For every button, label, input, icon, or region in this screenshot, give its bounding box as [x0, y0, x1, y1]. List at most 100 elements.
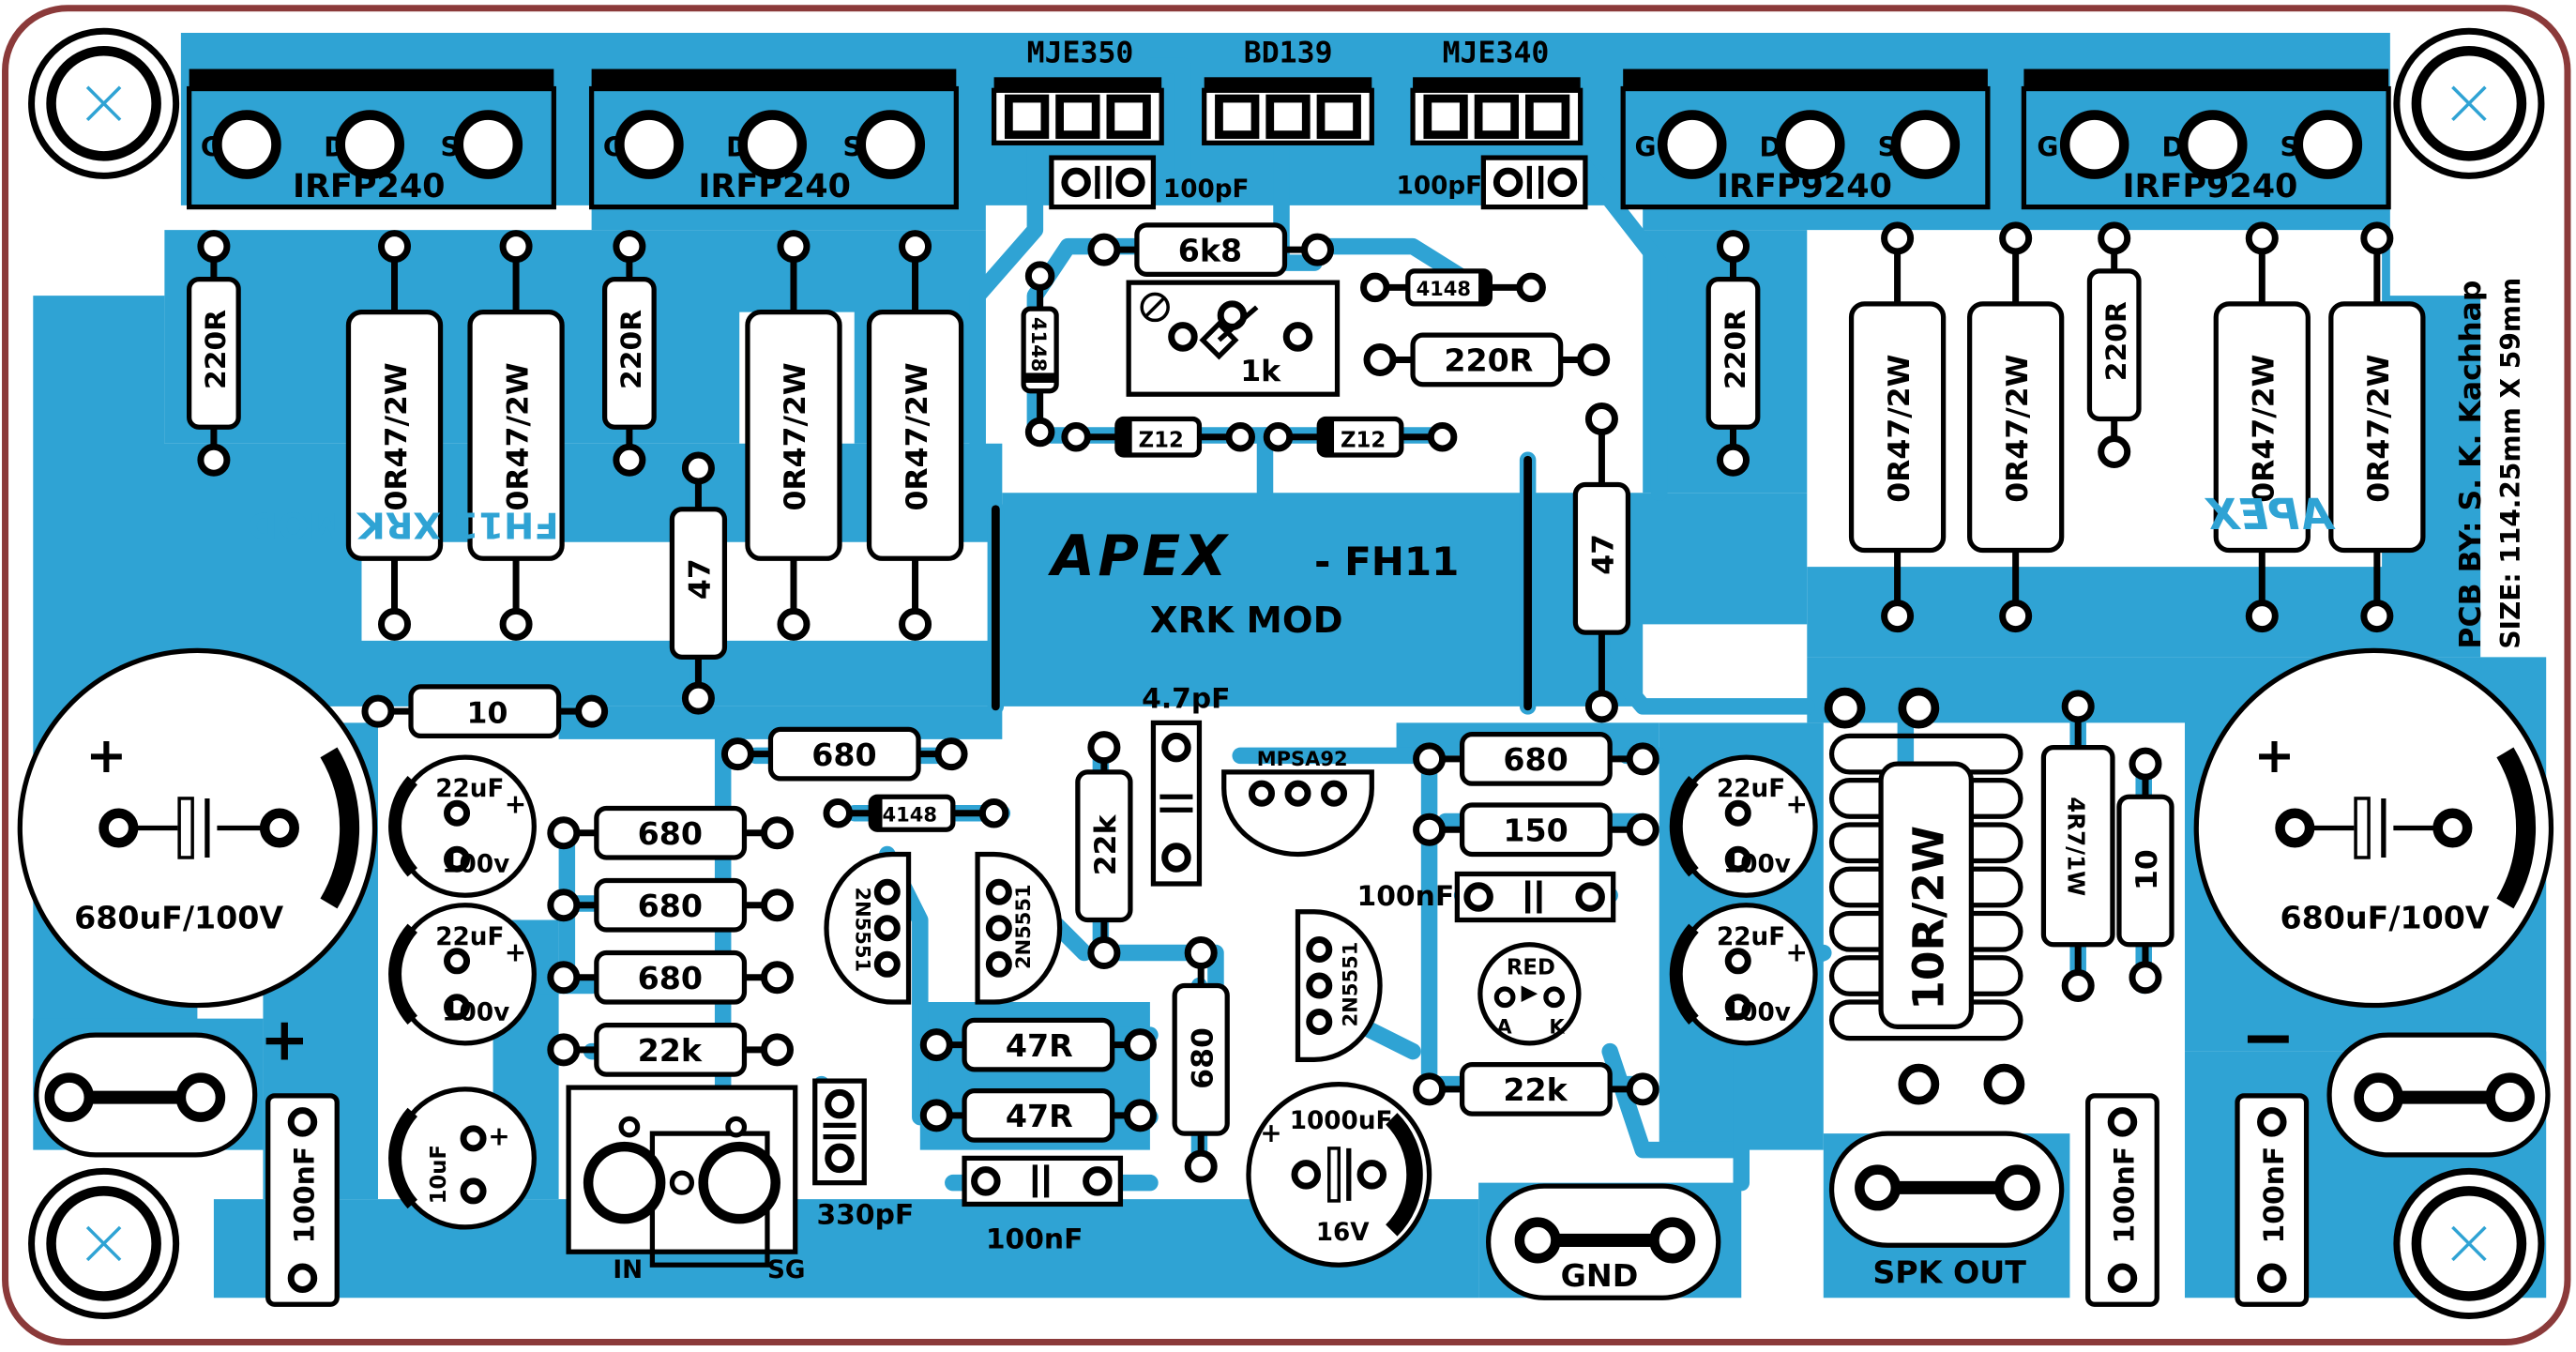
connector-gnd-label: GND [1561, 1257, 1639, 1294]
q4-pin-g: G [2037, 131, 2058, 162]
resistor-h22k-right: 22k [1413, 1061, 1659, 1117]
q3-pin-d: D [1760, 131, 1781, 162]
resistor-r220-4: 220R [2086, 221, 2142, 469]
resistor-h47r-1: 47R [919, 1017, 1157, 1072]
electrolytic-22uf-2-value: 22uF [435, 923, 504, 951]
q4-pin-d: D [2161, 131, 2183, 162]
mounting-holes [28, 27, 2545, 1319]
q1-pin-s: S [441, 131, 460, 162]
resistor-h680-2: 680 [547, 877, 794, 933]
mirror-text-left: FH11 XRK MOD [248, 503, 558, 545]
resistor-r220-3: 220R [1705, 230, 1761, 477]
brand-apex: APEX [1048, 524, 1230, 589]
resistor-r4r7: 4R7/1W [2040, 690, 2115, 1003]
cap-330pf: 330pF [812, 1078, 914, 1231]
electrolytic-22uf-4-voltage: 100v [1723, 998, 1791, 1026]
diode-4148-mid: 4148 [823, 794, 1009, 832]
mosfet-q4: G D S IRFP9240 [2021, 68, 2391, 210]
q3-pin-g: G [1634, 131, 1656, 162]
resistor-r220-3-label: 220R [1720, 310, 1752, 389]
transistor-2n5551-2: 2N5551 [975, 851, 1063, 1005]
resistor-h680-3-label: 680 [638, 960, 703, 996]
resistor-r220-4-label: 220R [2100, 301, 2133, 381]
led-red: RED A K [1477, 942, 1582, 1046]
credit-text: PCB BY: S. K. Kachhap [2454, 281, 2488, 649]
diodes: 4148 4148 4148 Z12 Z12 [823, 261, 1546, 832]
cap-100nf-vertical-2-label: 100nF [2109, 1147, 2142, 1244]
connector-sg-label: SG [767, 1256, 805, 1284]
resistor-h680-4-label: 680 [811, 737, 876, 773]
resistor-h10: 10 [361, 684, 609, 739]
cap-680uf-left-label: 680uF/100V [74, 899, 283, 935]
inductor-label: 10R/2W [1904, 826, 1954, 1010]
cap-100pf-left: 100pF [1049, 155, 1249, 210]
q2-pin-s: S [843, 131, 862, 162]
resistor-h220r: 220R [1363, 332, 1611, 387]
electrolytic-10uf-label: 10uF [427, 1145, 451, 1204]
resistor-r4r7-label: 4R7/1W [2063, 797, 2090, 896]
connector-spk-out: SPK OUT [1828, 1131, 2065, 1290]
resistor-r220-2: 220R [601, 230, 657, 477]
q1-label: IRFP240 [293, 168, 446, 205]
diode-4148-vertical-label: 4148 [1027, 317, 1051, 372]
cap-680uf-right-plus: + [2254, 727, 2296, 784]
vertical-resistors: 220R 0R47/2W 0R47/2W 220R 0R47/2W [187, 221, 2426, 1183]
cap-100nf-vertical-1-label: 100nF [289, 1147, 322, 1244]
resistor-r047-3-label: 0R47/2W [779, 362, 812, 510]
cap-4p7-label: 4.7pF [1142, 683, 1230, 716]
cap-100nf-mid: 100nF [1357, 871, 1616, 923]
driver-transistors: MJE350 BD139 MJE340 [991, 37, 1583, 145]
resistor-r220-2-label: 220R [615, 310, 648, 389]
resistor-h6k8: 6k8 [1087, 222, 1335, 278]
driver-mje350-label: MJE350 [1027, 37, 1134, 70]
mosfet-q2: G D S IRFP240 [588, 68, 959, 210]
electrolytic-22uf-3-voltage: 100v [1723, 851, 1791, 879]
electrolytic-22uf-1-plus: + [505, 789, 526, 820]
resistor-h47r-2-label: 47R [1006, 1098, 1073, 1134]
cap-100nf-mid-label: 100nF [1357, 880, 1455, 913]
resistor-r10-vertical-label: 10 [2130, 849, 2164, 890]
brand-variant: XRK MOD [1150, 600, 1343, 642]
led-cathode-label: K [1549, 1014, 1565, 1038]
mounting-hole-bottom-right [2393, 1167, 2545, 1319]
mosfet-q1: G D S IRFP240 [187, 68, 556, 210]
electrolytic-22uf-2: 22uF 100v + [388, 903, 537, 1046]
cap-680uf-left-plus: + [85, 727, 127, 784]
resistor-r047-6-label: 0R47/2W [2001, 355, 2035, 503]
diode-4148-mid-label: 4148 [883, 802, 937, 826]
resistor-h10-label: 10 [467, 696, 508, 730]
electrolytic-10uf-plus: + [488, 1120, 509, 1151]
resistor-r47-right-label: 47 [1587, 534, 1621, 575]
resistor-r047-4-label: 0R47/2W [901, 362, 934, 510]
led-anode-label: A [1496, 1014, 1512, 1038]
diode-4148-top-label: 4148 [1417, 277, 1471, 300]
resistor-r220-1: 220R [187, 230, 241, 477]
resistor-h22k-left: 22k [547, 1022, 794, 1077]
brand-model: - FH11 [1314, 539, 1459, 585]
cap-100nf-vertical-1: 100nF [265, 1093, 340, 1307]
q3-label: IRFP9240 [1717, 168, 1892, 205]
electrolytic-22uf-1-voltage: 100v [442, 851, 509, 879]
supply-minus-sign: − [2241, 998, 2296, 1075]
resistor-h680-1: 680 [547, 805, 794, 860]
mounting-hole-top-left [28, 27, 180, 179]
transistor-mpsa92: MPSA92 [1221, 747, 1374, 858]
resistor-r047-3: 0R47/2W [745, 230, 842, 641]
resistor-r10-vertical: 10 [2116, 747, 2174, 995]
cap-4p7: 4.7pF [1142, 683, 1230, 887]
electrolytic-22uf-3-plus: + [1786, 789, 1808, 820]
electrolytic-10uf: 10uF + [388, 1086, 537, 1230]
resistor-h22k-left-label: 22k [638, 1032, 703, 1069]
electrolytic-22uf-3: 22uF 100v + [1669, 754, 1818, 898]
connector-gnd: GND [1485, 1183, 1721, 1300]
electrolytic-22uf-3-value: 22uF [1717, 775, 1785, 803]
transistor-2n5551-3-label: 2N5551 [1339, 942, 1362, 1027]
resistor-r047-7: 0R47/2W [2213, 221, 2311, 633]
cap-100nf-bottom-label: 100nF [986, 1223, 1083, 1256]
resistor-r47-left-label: 47 [684, 558, 718, 600]
resistor-r047-6: 0R47/2W [1967, 221, 2065, 633]
size-text: SIZE: 114.25mm X 59mm [2495, 278, 2526, 649]
mosfet-q3: G D S IRFP9240 [1620, 68, 1991, 210]
resistor-h680-5: 680 [1413, 732, 1659, 786]
resistor-r047-5-label: 0R47/2W [1883, 355, 1917, 503]
